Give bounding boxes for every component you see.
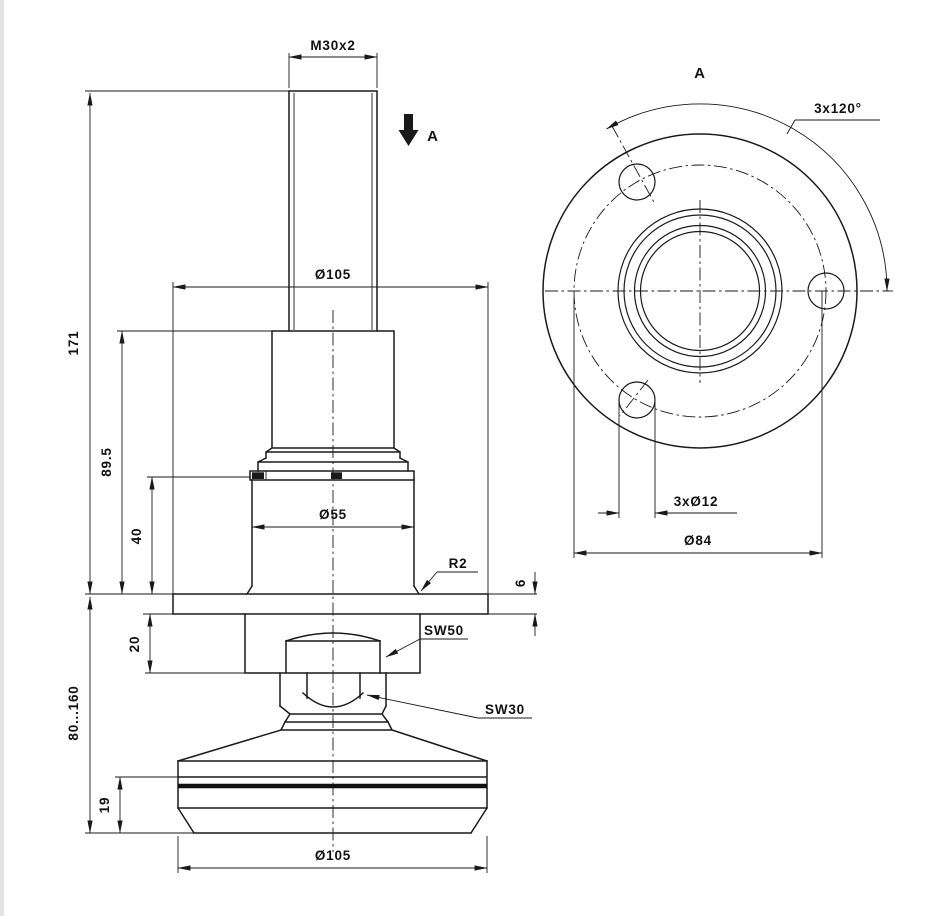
ball-lower-arc [301, 691, 365, 708]
dim-thread-label: M30x2 [310, 38, 355, 53]
top-view-a: A 3x120° [542, 65, 893, 558]
dim-flange-dia: Ø105 [172, 267, 489, 594]
front-view: A M30x2 171 89.5 [66, 38, 538, 873]
dim-hole-angle-label: 3x120° [814, 101, 862, 116]
top-view-title: A [694, 65, 706, 82]
dim-adjustment-range: 80...160 [66, 596, 194, 834]
dim-flange-dia-label: Ø105 [315, 267, 351, 282]
dim-body-dia-label: Ø55 [319, 507, 347, 522]
dim-spindle-height-label: 89.5 [99, 447, 114, 476]
view-direction-arrow: A [398, 114, 439, 146]
dim-base-height: 19 [97, 776, 178, 834]
dim-base-dia-label: Ø105 [315, 848, 351, 863]
dim-hole-dia-label: 3xØ12 [674, 494, 719, 509]
bolt-hole-bottom-left [618, 381, 656, 419]
dim-bolt-circle-label: Ø84 [684, 533, 712, 548]
leader-hex-small: SW30 [366, 694, 532, 719]
dim-total-height-label: 171 [66, 331, 81, 356]
dim-base-height-label: 19 [97, 797, 112, 814]
dim-hex-block-height: 20 [127, 613, 245, 674]
washer-collar [249, 470, 415, 481]
dim-hole-dia: 3xØ12 [598, 400, 737, 518]
leader-hex-small-label: SW30 [485, 702, 525, 717]
view-arrow-label: A [427, 128, 439, 145]
foot-outline [176, 712, 489, 835]
hex-housing-outline [244, 613, 421, 716]
spindle-outline [245, 90, 421, 596]
dim-base-dia: Ø105 [177, 836, 488, 873]
body-outline [245, 479, 421, 596]
dim-thread: M30x2 [288, 38, 378, 88]
thread-root-lines [293, 93, 373, 330]
dim-spindle-height: 89.5 [99, 330, 272, 595]
leader-fillet: R2 [420, 556, 478, 592]
dim-flange-thickness: 6 [85, 572, 538, 636]
dim-bolt-circle: Ø84 [573, 291, 823, 558]
hole-radial-line-bottom [619, 379, 649, 417]
dim-body-height-label: 40 [129, 528, 144, 545]
leader-hex-large-label: SW50 [424, 623, 464, 638]
dim-adjustment-range-label: 80...160 [66, 685, 81, 740]
hole-radial-line-top [611, 125, 656, 205]
seal-ring-left [252, 472, 264, 479]
dim-body-height: 40 [129, 476, 250, 595]
seal-ring-center [331, 472, 342, 479]
dim-hole-angle: 3x120° [606, 101, 890, 292]
leader-fillet-label: R2 [449, 556, 468, 571]
flange-outline [172, 593, 489, 615]
dim-total-height: 171 [66, 90, 289, 595]
scan-edge-artifact [0, 0, 4, 916]
dim-hex-block-height-label: 20 [127, 636, 142, 653]
dim-body-dia: Ø55 [251, 507, 415, 530]
dim-flange-thickness-label: 6 [513, 579, 528, 587]
leader-hex-large: SW50 [385, 623, 468, 658]
